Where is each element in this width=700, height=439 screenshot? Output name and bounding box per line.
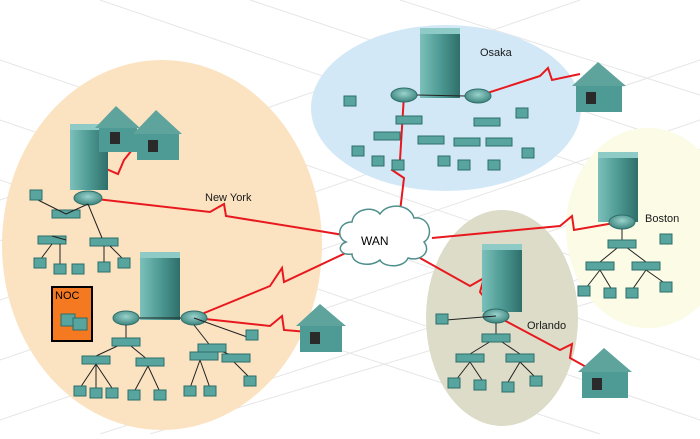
wan-label: WAN <box>361 234 389 248</box>
new-york-label: New York <box>205 192 252 204</box>
pc-icon <box>73 329 259 401</box>
switch-icon <box>585 239 661 271</box>
building-icon <box>420 28 460 98</box>
link-boston-wan <box>431 214 621 239</box>
new-york-site <box>29 106 346 401</box>
home-icon <box>578 348 632 398</box>
router-icon <box>112 310 140 326</box>
switch-icon <box>455 333 535 363</box>
pc-icon <box>343 95 535 171</box>
switch-icon <box>81 337 251 367</box>
pc-icon <box>577 233 673 299</box>
orlando-label: Orlando <box>527 320 567 332</box>
osaka-site <box>343 28 535 171</box>
new-york-region <box>2 60 322 430</box>
switch-icon <box>89 237 119 247</box>
boston-label: Boston <box>645 213 680 225</box>
home-icon <box>95 106 140 152</box>
orlando-site <box>435 244 543 393</box>
pc-icon <box>60 313 88 331</box>
pc-icon <box>435 313 543 393</box>
switch-icon <box>37 235 67 245</box>
boston-site <box>577 152 673 299</box>
wan-cloud-icon <box>339 205 431 267</box>
link-ny2-home <box>195 314 309 333</box>
home-icon <box>572 62 626 112</box>
router-icon <box>464 88 492 104</box>
link-ny-wan <box>87 197 351 237</box>
link-orlando-home <box>499 317 589 369</box>
building-icon <box>598 152 638 222</box>
osaka-label: Osaka <box>480 47 512 59</box>
switch-icon <box>373 115 513 147</box>
home-icon <box>296 304 346 352</box>
link-ny2-wan <box>191 249 353 319</box>
noc-label: NOC <box>55 290 80 302</box>
home-icon <box>133 110 182 160</box>
pc-icon <box>29 189 131 275</box>
noc-box: NOC <box>51 286 93 342</box>
router-icon <box>73 190 103 206</box>
building-icon <box>140 252 180 320</box>
building-icon <box>482 244 522 312</box>
router-icon <box>390 87 418 103</box>
osaka-region <box>311 25 581 191</box>
link-osaka-home <box>477 66 581 97</box>
router-icon <box>608 214 636 230</box>
